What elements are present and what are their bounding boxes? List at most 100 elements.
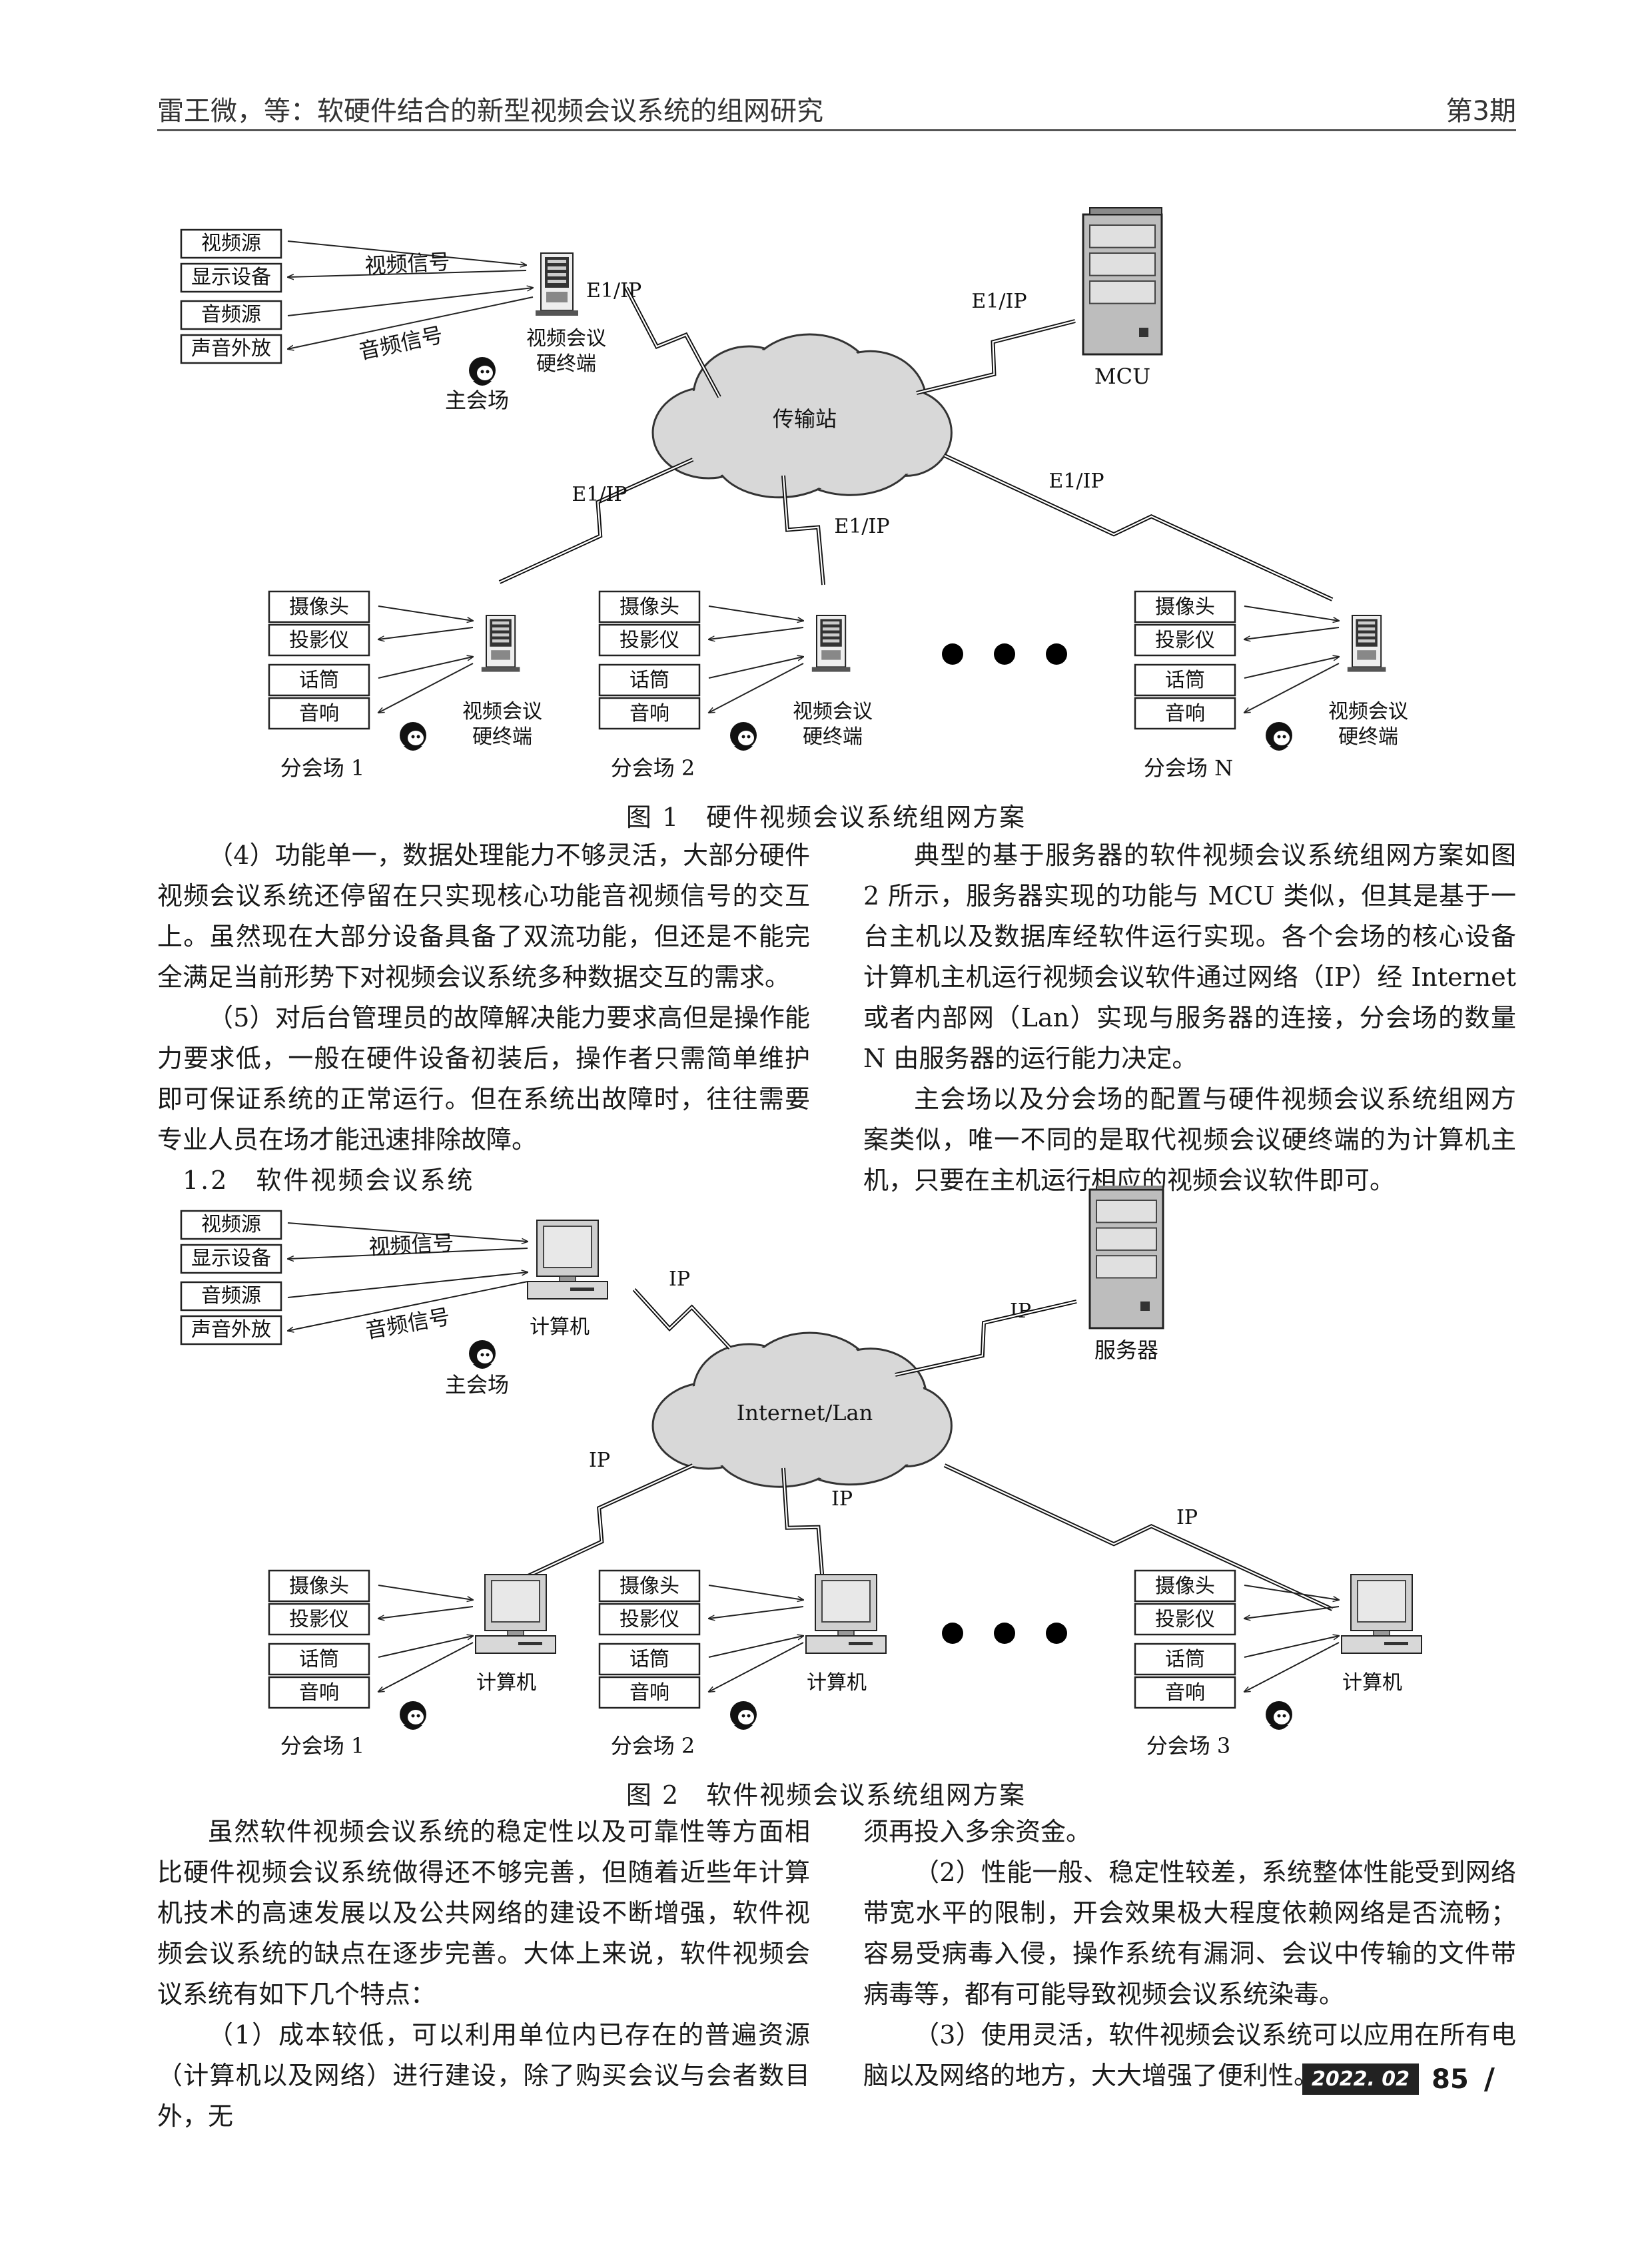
device-box [598,1603,701,1636]
terminal-label: 计算机 [476,1671,536,1694]
signal-arrow [287,288,533,316]
ellipsis-dot [1046,1623,1067,1644]
signal-arrow [709,627,804,639]
signal-label: 视频信号 [364,249,451,279]
device-box [1134,1676,1236,1709]
terminal-icon [1357,650,1376,660]
terminal-label: 硬终端 [536,352,596,376]
left-column-2: 虽然软件视频会议系统的稳定性以及可靠性等方面相比硬件视频会议系统做得还不够完善，… [157,1812,810,2137]
computer-icon [805,1635,887,1654]
terminal-icon [811,667,851,672]
device-box [180,1281,282,1311]
computer-icon [475,1635,556,1654]
computer-icon [527,1281,608,1300]
site-label: 分会场 1 [280,755,365,781]
person-icon [741,1714,745,1718]
running-header: 雷王微，等：软硬件结合的新型视频会议系统的组网研究 第3期 [157,84,1516,131]
person-icon [411,735,415,739]
server-icon [1096,1227,1157,1251]
ellipsis-dot [994,643,1015,665]
signal-arrow [1244,1585,1339,1600]
device-label: 音响 [1165,702,1205,725]
figure-2-diagram: 视频源显示设备音频源声音外放视频信号音频信号计算机主会场服务器IPIPInter… [180,1186,1422,1758]
computer-icon [559,1276,576,1282]
person-icon [1274,1710,1290,1724]
terminal-icon [1358,621,1376,625]
figure-2-caption: 图 2 软件视频会议系统组网方案 [625,1780,1027,1810]
person-icon [416,735,420,739]
terminal-icon [823,633,840,637]
signal-arrow [1244,627,1340,639]
terminal-label: 硬终端 [1338,725,1398,749]
device-box [1134,663,1236,697]
person-icon [473,381,492,386]
device-label: 投影仪 [289,1608,349,1631]
person-icon [741,735,745,739]
person-icon [747,1714,751,1718]
person-icon [486,370,490,374]
link-label: E1/IP [1048,470,1104,493]
right-column-2: 须再投入多余资金。 （2）性能一般、稳定性较差，系统整体性能受到网络带宽水平的限… [863,1812,1516,2096]
link-lightning-icon [632,1288,732,1350]
person-icon [477,366,493,380]
server-icon [1096,1200,1157,1224]
link-label: IP [669,1268,690,1291]
signal-arrow [288,270,527,277]
device-label: 投影仪 [620,629,679,652]
link-lightning-icon [498,458,694,584]
device-box [1134,697,1236,730]
site-label: 分会场 2 [611,1733,695,1758]
figure-1: 视频源显示设备音频源声音外放视频信号音频信号E1/IP视频会议硬终端主会场MCU… [180,207,1408,781]
paragraph: （5）对后台管理员的故障解决能力要求高但是操作能力要求低，一般在硬件设备初装后，… [157,1003,810,1154]
signal-arrow [708,1585,803,1600]
terminal-label: 计算机 [807,1671,867,1694]
device-box [180,1210,282,1240]
terminal-label: 视频会议 [793,700,873,723]
terminal-label: 视频会议 [1328,700,1408,723]
left-column-1: （4）功能单一，数据处理能力不够灵活，大部分硬件视频会议系统还停留在只实现核心功… [157,835,810,1201]
device-box [598,590,701,623]
terminal-icon [548,266,566,270]
device-box [180,1244,282,1274]
signal-arrow [378,1636,473,1658]
figure-1-diagram: 视频源显示设备音频源声音外放视频信号音频信号E1/IP视频会议硬终端主会场MCU… [180,207,1408,781]
person-icon [1270,1725,1288,1730]
terminal-icon [1358,627,1376,631]
server-icon [1089,252,1156,276]
signal-arrow [1244,1636,1339,1658]
server-label: MCU [1094,364,1150,389]
device-box [180,300,282,330]
signal-arrow [378,1642,474,1692]
site-label: 主会场 [445,388,509,413]
person-icon [734,1725,753,1730]
person-icon [477,1349,493,1363]
person-icon [747,735,751,739]
server-icon [1139,328,1148,337]
computer-icon [1384,1642,1408,1645]
server-icon [1089,280,1156,304]
signal-arrow [1244,663,1340,713]
device-label: 音频源 [201,1284,261,1308]
issue-date: 2022. 02 [1302,2063,1420,2095]
terminal-label: 视频会议 [462,700,542,723]
device-box [180,262,282,293]
device-box [598,1569,701,1603]
signal-arrow [708,1636,803,1658]
signal-label: 视频信号 [368,1230,455,1260]
person-icon [480,370,484,374]
cloud-label: Internet/Lan [737,1400,873,1425]
signal-arrow [1244,1642,1340,1692]
device-label: 话筒 [1165,669,1205,692]
device-label: 摄像头 [289,595,349,619]
server-icon [1096,1255,1157,1279]
cloud-icon [715,413,843,496]
terminal-icon [491,650,510,660]
header-title: 雷王微，等：软硬件结合的新型视频会议系统的组网研究 [157,96,823,127]
device-label: 音响 [1165,1681,1205,1704]
device-label: 音响 [299,702,339,725]
person-icon [1277,735,1281,739]
header-rule [157,129,1516,131]
device-box [1134,1603,1236,1636]
link-lightning-icon [895,1300,1077,1377]
terminal-label: 硬终端 [472,725,532,749]
